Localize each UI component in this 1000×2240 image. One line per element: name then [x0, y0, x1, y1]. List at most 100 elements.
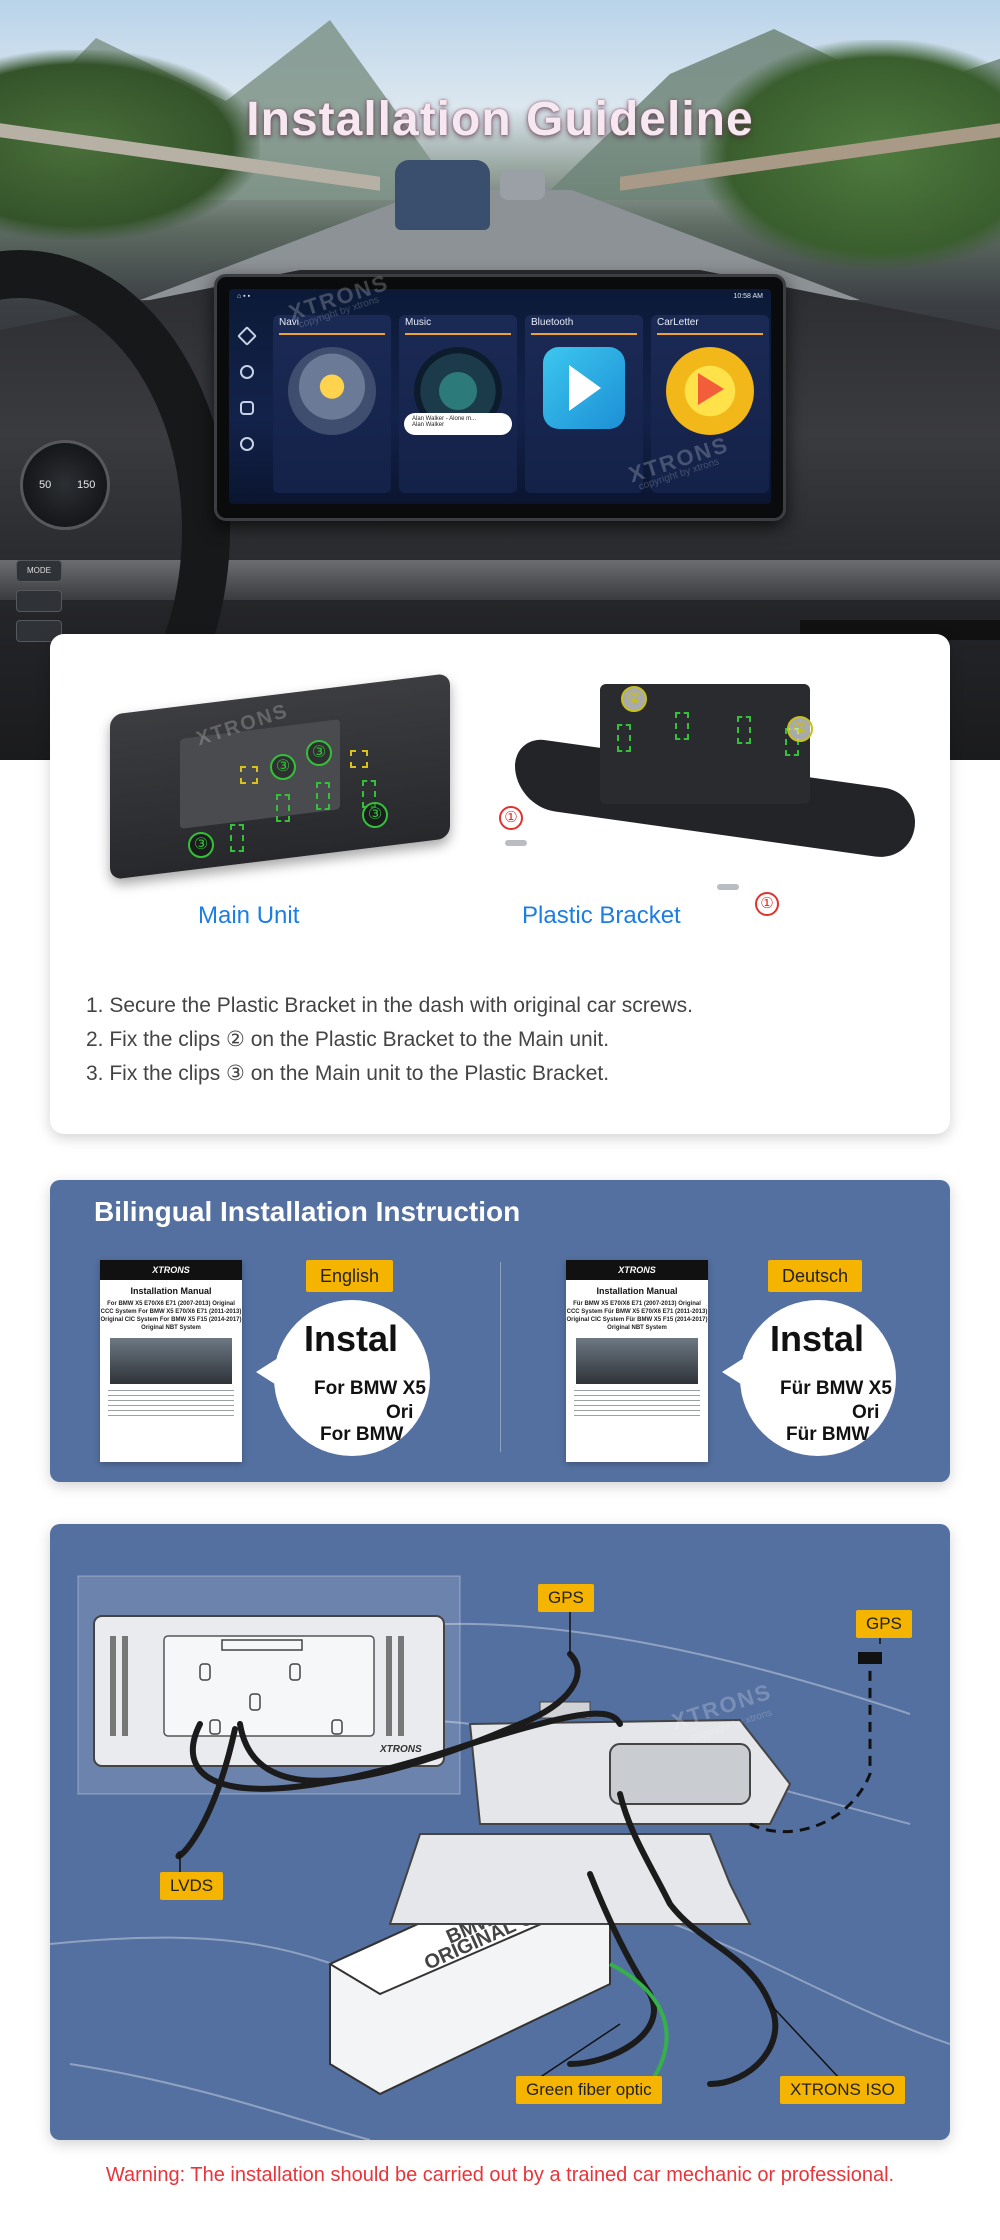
car-distant [500, 170, 545, 200]
vent-slats [386, 1636, 392, 1736]
main-unit-illustration: XTRONS ③ ③ ③ ③ [100, 673, 455, 880]
manual-image [576, 1338, 698, 1384]
hero-banner: 50 150 MODE Installation Guideline ⌂ ▪ ▪… [0, 0, 1000, 760]
wiring-diagram: XTRONS BMW ORIGINAL CD [50, 1575, 950, 2140]
music-track: Alan Walker - Alone m... [412, 416, 477, 422]
manual-image [110, 1338, 232, 1384]
manual-title: Installation Manual [130, 1286, 212, 1296]
connector-strip [221, 1639, 303, 1651]
music-artist: Alan Walker [412, 422, 445, 428]
bubble-line: Für BMW X5 [780, 1378, 892, 1399]
tag-gps-top: GPS [538, 1584, 594, 1612]
screen-sidebar [229, 307, 265, 504]
clip-marker-two: ② [621, 686, 647, 712]
play-circle-icon[interactable] [240, 365, 254, 379]
bubble-line: For BMW [320, 1424, 404, 1445]
app-card-bluetooth[interactable]: Bluetooth [525, 315, 643, 493]
settings-gear-icon[interactable] [240, 437, 254, 451]
apps-grid-icon[interactable] [240, 401, 254, 415]
tag-lvds: LVDS [160, 1872, 224, 1900]
clip-slot [617, 724, 631, 752]
bluetooth-glyph [569, 365, 601, 411]
clip-slot [350, 750, 368, 768]
clip-slot [230, 824, 244, 852]
app-accent-bar [531, 333, 637, 335]
steering-button [16, 620, 62, 642]
navigation-arrow-icon[interactable] [237, 326, 257, 346]
app-label: CarLetter [657, 317, 699, 328]
unit-brand-label: XTRONS [379, 1744, 422, 1755]
step-item: 3. Fix the clips ③ on the Main unit to t… [86, 1062, 610, 1085]
navigation-pin-icon [288, 347, 376, 435]
app-label: Bluetooth [531, 317, 574, 328]
clip-marker-one: ① [499, 806, 523, 830]
outline [69, 2063, 371, 2140]
bubble-heading: Instal [304, 1318, 399, 1359]
gauge-label: 150 [77, 479, 96, 491]
connector-port [209, 1719, 221, 1735]
leader-line [769, 2003, 841, 2080]
clip-slot [240, 766, 258, 784]
manual-brand: XTRONS [100, 1260, 242, 1280]
cable [617, 1791, 779, 2087]
clip-marker-three: ③ [362, 802, 388, 828]
bubble-tail [256, 1358, 278, 1386]
manual-title: Installation Manual [596, 1286, 678, 1296]
bubble-line: Für BMW [786, 1424, 870, 1445]
speed-gauge: 50 150 [20, 440, 110, 530]
app-accent-bar [279, 333, 385, 335]
bubble-line: For BMW X5 [314, 1378, 426, 1399]
gps-cable-dashed [749, 1664, 872, 1834]
installation-steps: 1. Secure the Plastic Bracket in the das… [86, 989, 693, 1091]
clip-marker-three: ③ [306, 740, 332, 766]
head-unit-screen: ⌂ ▪ ▪ 10:58 AM Navi Music Alan Walker [214, 270, 786, 521]
fiber-optic-cable [609, 1962, 669, 2086]
screw-icon [717, 884, 739, 890]
step-item: 2. Fix the clips ② on the Plastic Bracke… [86, 1028, 610, 1051]
connector-port [289, 1663, 301, 1681]
bubble-tail [722, 1358, 744, 1386]
column-divider [500, 1262, 501, 1452]
lang-badge-english: English [306, 1260, 394, 1292]
bubble-heading: Instal [770, 1318, 865, 1359]
unit-back-panel [163, 1635, 375, 1737]
app-label: Navi [279, 317, 300, 328]
app-card-carletter[interactable]: CarLetter [651, 315, 769, 493]
bluetooth-icon [543, 347, 625, 429]
cable [237, 1651, 581, 1784]
clip-slot [316, 782, 330, 810]
bilingual-title: Bilingual Installation Instruction [94, 1196, 521, 1227]
tag-green-fiber-optic: Green fiber optic [516, 2076, 662, 2104]
lower-dash-panel [388, 1833, 752, 1925]
manual-text-lines [108, 1390, 234, 1416]
clip-slot [737, 716, 751, 744]
play-icon [666, 347, 754, 435]
manual-deutsch: XTRONS Installation Manual Für BMW X5 E7… [566, 1260, 708, 1462]
app-card-music[interactable]: Music Alan Walker - Alone m... Alan Walk… [399, 315, 517, 493]
status-bar: ⌂ ▪ ▪ 10:58 AM [229, 293, 771, 307]
manual-brand: XTRONS [566, 1260, 708, 1280]
manual-text-lines [574, 1390, 700, 1416]
manual-subtitle: Für BMW X5 E70/X6 E71 (2007-2013) Origin… [566, 1301, 708, 1331]
gps-antenna [858, 1652, 882, 1664]
bilingual-card: Bilingual Installation Instruction XTRON… [50, 1180, 950, 1482]
connector-port [199, 1663, 211, 1681]
clip-slot [276, 794, 290, 822]
clip-marker-two: ② [787, 716, 813, 742]
clip-slot [675, 712, 689, 740]
screw-icon [505, 840, 527, 846]
main-unit-label: Main Unit [198, 902, 300, 929]
leader-line [529, 2023, 621, 2085]
home-icon: ⌂ ▪ ▪ [237, 293, 251, 300]
screen-display: ⌂ ▪ ▪ 10:58 AM Navi Music Alan Walker [229, 289, 771, 504]
car-ahead [395, 160, 490, 230]
play-triangle [697, 373, 724, 406]
warning-text: Warning: The installation should be carr… [105, 2164, 895, 2186]
app-card-navi[interactable]: Navi [273, 315, 391, 493]
steering-button [16, 590, 62, 612]
connector-port [249, 1693, 261, 1711]
manual-subtitle: For BMW X5 E70/X6 E71 (2007-2013) Origin… [100, 1301, 242, 1331]
app-label: Music [405, 317, 432, 328]
dash-cavity [609, 1743, 751, 1805]
vent-slats [110, 1636, 116, 1736]
